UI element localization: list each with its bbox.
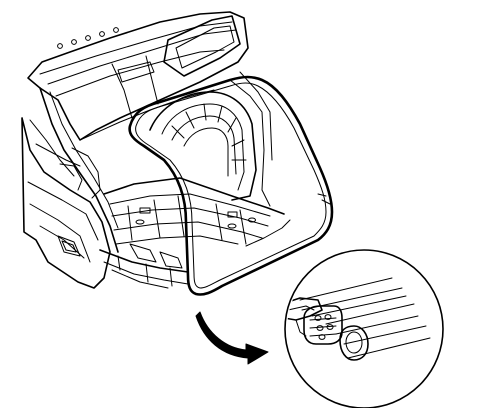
detail-callout-icon — [284, 249, 444, 408]
pointer-arrow-icon — [195, 311, 269, 365]
liftgate-panel-icon — [163, 15, 241, 77]
weatherstrip-seal-icon — [128, 75, 334, 296]
seal-cross-section-icon — [287, 277, 431, 361]
vehicle-body-icon — [21, 11, 291, 289]
tail-lamp-icon — [57, 235, 81, 257]
wheelhouse-icon — [149, 91, 257, 201]
roof-panel-holes — [57, 27, 119, 49]
floor-pan-icon — [103, 177, 285, 245]
